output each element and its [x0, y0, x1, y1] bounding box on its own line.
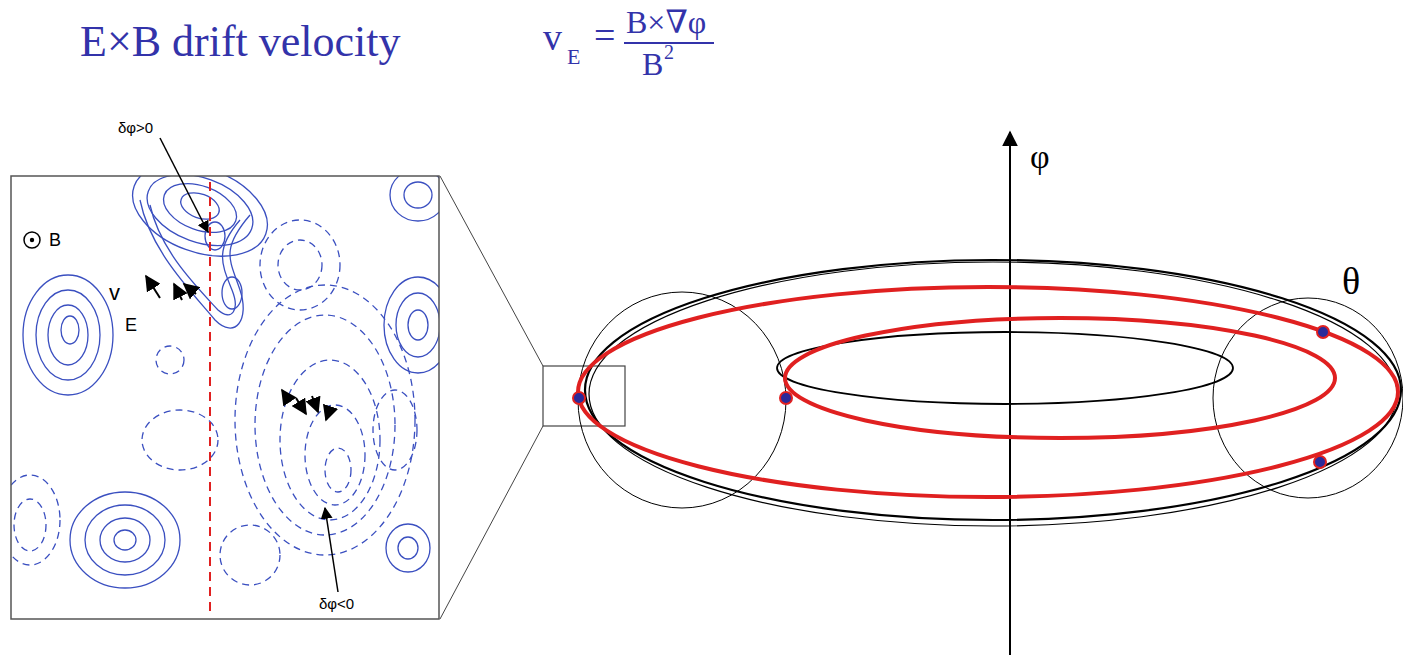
negative-contours	[11, 220, 417, 585]
axis-label: φ	[1030, 140, 1050, 174]
field-symbol-dot	[30, 238, 34, 242]
cut-line	[209, 182, 211, 614]
angle-label: θ	[1342, 262, 1360, 300]
torus	[578, 260, 1403, 526]
field-line-points	[573, 326, 1329, 468]
potential-label: δφ>0	[118, 120, 153, 135]
formula-denominator: B	[642, 48, 663, 80]
velocity-label: v	[108, 282, 121, 304]
drift-arrows	[146, 276, 330, 420]
field-symbol	[24, 232, 40, 248]
formula-symbol: v	[543, 18, 562, 56]
axis-arrow	[1009, 132, 1011, 655]
zoom-line	[440, 176, 543, 366]
field-label: B	[48, 231, 62, 249]
zoom-line	[440, 426, 543, 619]
plot-frame	[11, 176, 439, 619]
field-lines	[578, 287, 1398, 497]
diagram-title: E×B drift velocity	[80, 20, 401, 64]
potential-label: δφ<0	[318, 596, 355, 611]
leader-arrow	[325, 508, 338, 592]
contour-plot	[11, 176, 439, 588]
velocity-subscript: E	[124, 316, 138, 334]
formula-exponent: 2	[664, 42, 674, 62]
leader-arrow	[160, 138, 208, 232]
formula-numerator: B×∇φ	[626, 6, 706, 38]
formula-symbol: =	[594, 16, 615, 54]
positive-contours	[23, 176, 439, 588]
formula-subscript: E	[567, 46, 580, 68]
